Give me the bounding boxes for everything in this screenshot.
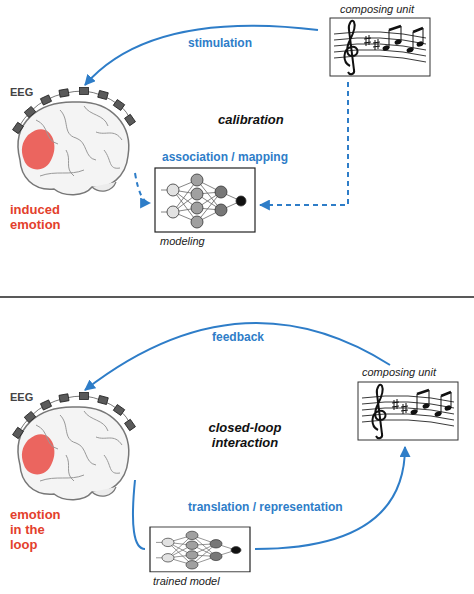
diagram-node: EEG induced emotion (5, 85, 135, 233)
label-anchor: calibration (218, 112, 284, 127)
edge-label: stimulation (186, 36, 254, 50)
music-sheet (330, 18, 430, 76)
diagram-node: EEG emotion in the loop (5, 390, 135, 553)
label-anchor: closed-loop interaction (190, 420, 300, 450)
emotion-label: induced emotion (10, 202, 72, 232)
mapping-label: association / mapping (160, 150, 290, 164)
flow-arrow (133, 480, 145, 549)
diagram-node: trained model (145, 524, 255, 592)
emotion-label: emotion in the loop (10, 507, 72, 552)
eeg-label: EEG (10, 391, 33, 404)
neural-network (155, 168, 255, 232)
edge-label: translation / representation (186, 500, 345, 514)
brain-figure (13, 88, 136, 195)
phase-title: calibration (218, 112, 284, 127)
flow-arrow (85, 323, 390, 390)
dashed-connector (135, 173, 150, 203)
dashed-connector (260, 82, 348, 205)
flow-arrow (255, 447, 405, 549)
eeg-label: EEG (10, 86, 33, 99)
diagram-node: composing unit (350, 365, 470, 447)
music-sheet (358, 382, 458, 440)
brain-figure (13, 393, 136, 500)
model-caption: trained model (153, 575, 220, 588)
label-anchor: feedback (210, 330, 266, 344)
label-anchor: stimulation (186, 36, 254, 50)
diagram-node: composing unit (318, 2, 443, 82)
edge-label: feedback (210, 330, 266, 344)
unit-caption: composing unit (362, 366, 436, 379)
phase-title: closed-loop interaction (190, 420, 300, 450)
model-caption: modeling (160, 235, 205, 248)
neural-network (150, 527, 250, 572)
flow-arrow (85, 26, 318, 85)
label-anchor: translation / representation (186, 500, 345, 514)
unit-caption: composing unit (340, 3, 414, 16)
panel-divider (0, 296, 474, 298)
diagram-node: modeling (150, 165, 260, 255)
label-anchor: association / mapping (160, 150, 290, 164)
